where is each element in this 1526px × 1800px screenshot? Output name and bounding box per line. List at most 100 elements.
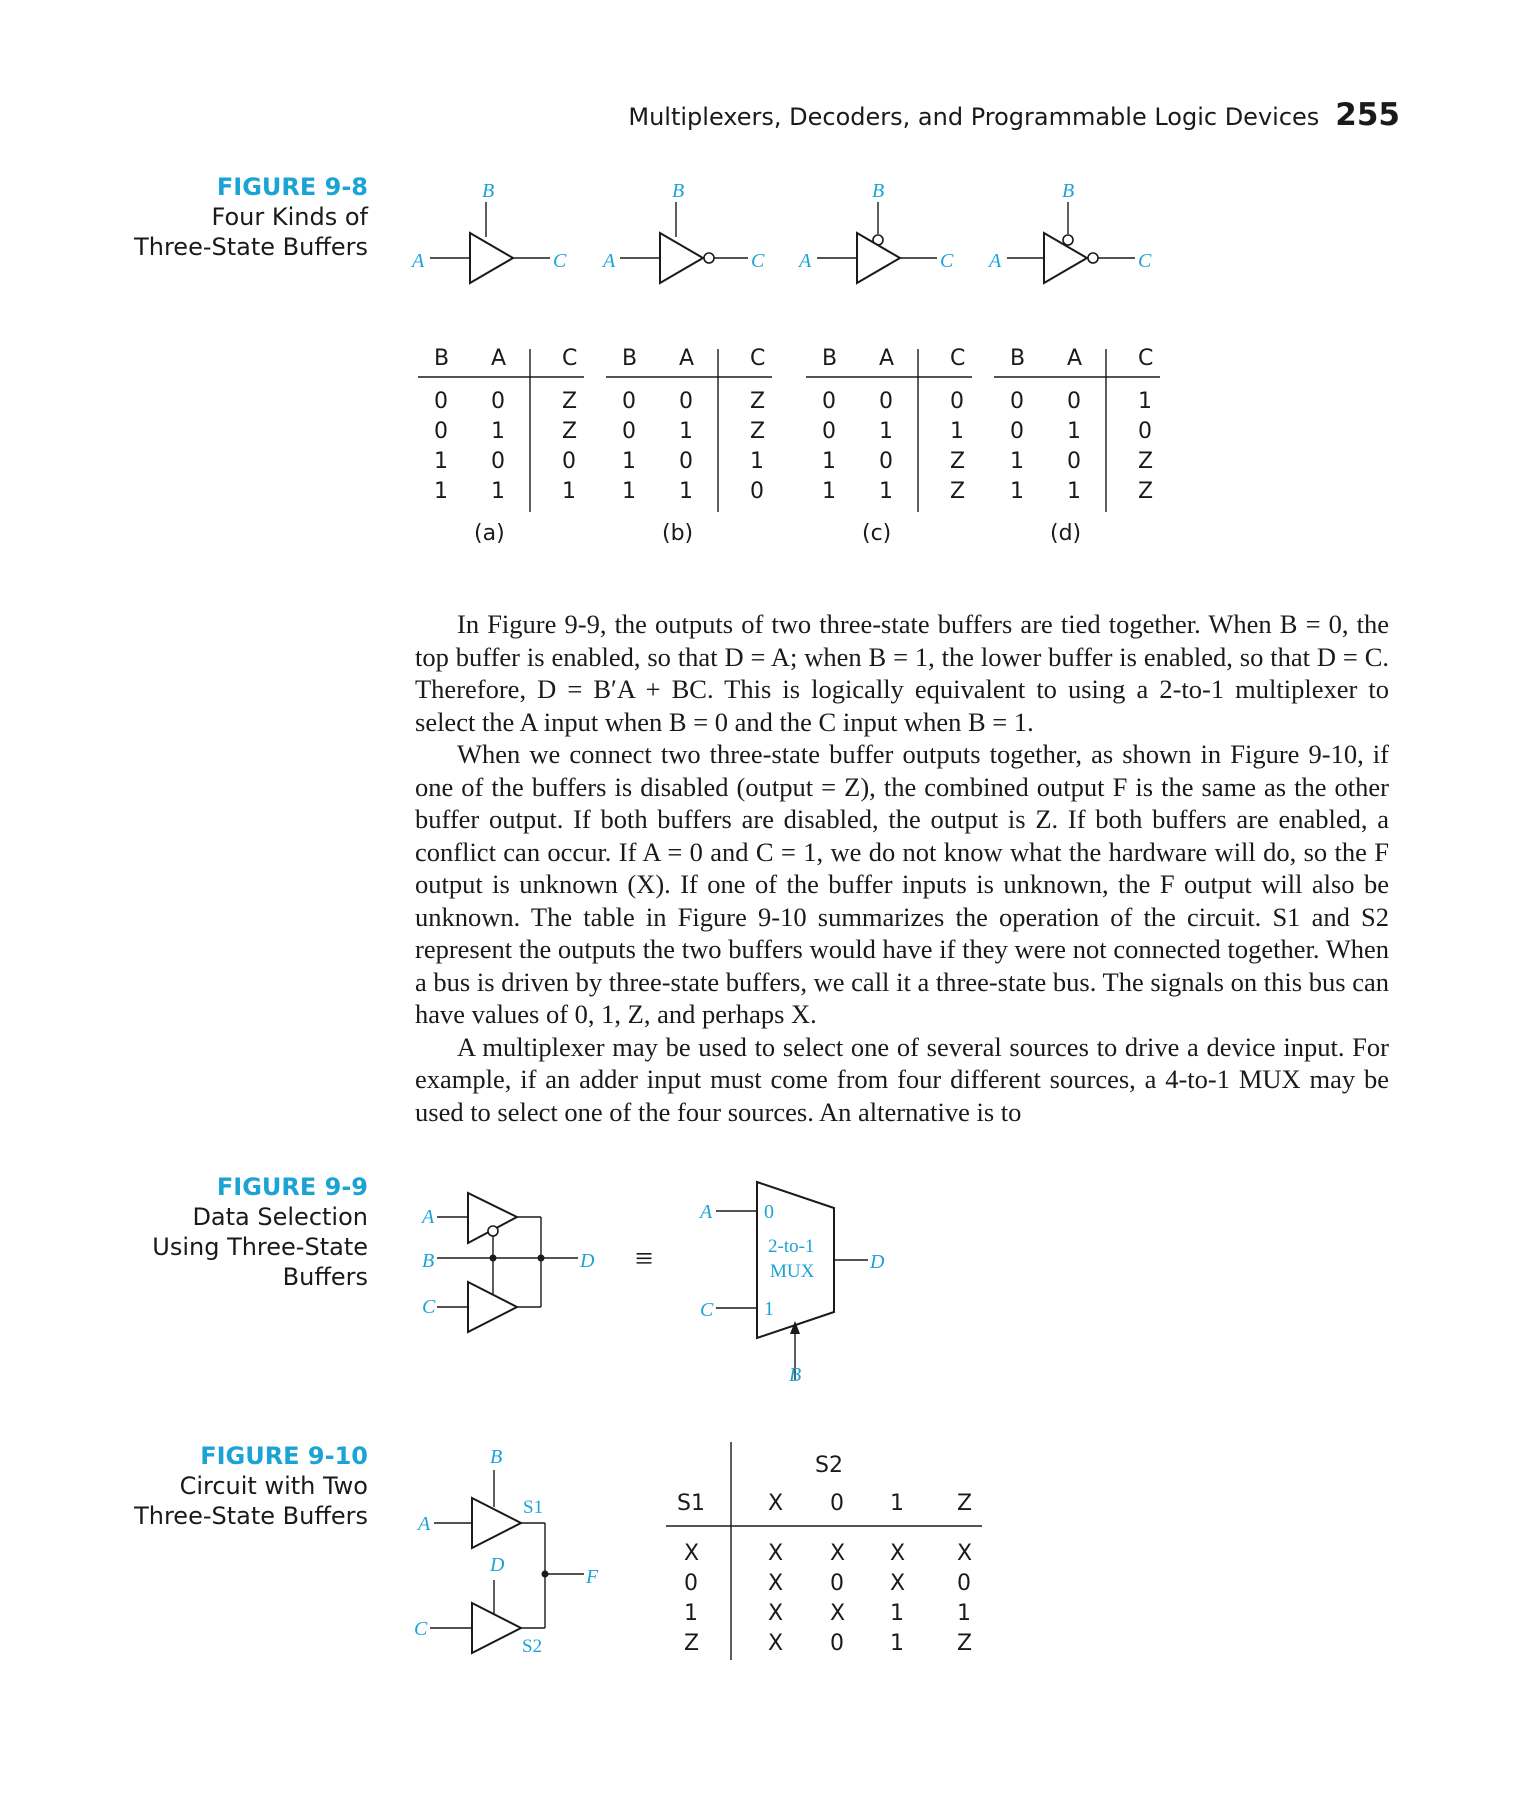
- figure-9-9-diagram: A B C D ≡ A C 0 1 2-to-1 MUX D B: [420, 1180, 885, 1386]
- table-cell: 1: [679, 419, 693, 444]
- table-cell: 0: [434, 419, 448, 444]
- row-label: X: [684, 1541, 699, 1566]
- table-cell: X: [830, 1541, 845, 1566]
- table-cell: 0: [830, 1571, 844, 1596]
- table-cell: 0: [562, 449, 576, 474]
- table-cell: 1: [562, 479, 576, 504]
- table-cell: 1: [622, 479, 636, 504]
- page-number: 255: [1335, 97, 1400, 133]
- table-cell: 0: [1010, 419, 1024, 444]
- column-value: X: [768, 1491, 783, 1516]
- table-header: C: [950, 346, 965, 371]
- table-cell: 0: [1067, 389, 1081, 414]
- table-cell: 0: [679, 449, 693, 474]
- equivalence-symbol: ≡: [635, 1240, 653, 1276]
- caption-line: Three-State Buffers: [134, 1502, 368, 1530]
- mux-input-1: 1: [764, 1298, 774, 1320]
- table-header: B: [1010, 346, 1025, 371]
- table-header: B: [622, 346, 637, 371]
- table-cell: 1: [1067, 419, 1081, 444]
- table-cell: 1: [879, 479, 893, 504]
- table-cell: 1: [491, 419, 505, 444]
- label-d: D: [869, 1251, 885, 1273]
- table-cell: 1: [1010, 449, 1024, 474]
- body-text: In Figure 9-9, the outputs of two three-…: [415, 608, 1389, 1128]
- table-cell: 1: [1010, 479, 1024, 504]
- label-c: C: [700, 1299, 714, 1321]
- table-cell: X: [957, 1541, 972, 1566]
- buffer-symbol-a: B A C: [410, 180, 567, 285]
- mux-name-line2: MUX: [770, 1261, 815, 1282]
- table-cell: 0: [622, 419, 636, 444]
- label-b: B: [422, 1250, 434, 1272]
- label-c: C: [414, 1618, 428, 1640]
- table-header: B: [434, 346, 449, 371]
- select-arrow: [790, 1321, 800, 1334]
- caption-line: Buffers: [282, 1263, 368, 1291]
- table-cell: 0: [434, 389, 448, 414]
- table-cell: 1: [957, 1601, 971, 1626]
- table-cell: 0: [1067, 449, 1081, 474]
- table-label: (c): [862, 521, 891, 546]
- figure-number: FIGURE 9-9: [216, 1173, 368, 1201]
- table-cell: X: [768, 1601, 783, 1626]
- control-label: B: [1062, 180, 1074, 202]
- input-label: A: [797, 250, 812, 272]
- label-s2: S2: [522, 1636, 542, 1657]
- table-cell: 0: [1138, 419, 1152, 444]
- label-c: C: [422, 1296, 436, 1318]
- table-cell: Z: [957, 1631, 972, 1656]
- caption-line: Four Kinds of: [211, 203, 368, 231]
- table-cell: 1: [750, 449, 764, 474]
- input-label: A: [410, 250, 425, 272]
- mux-name-line1: 2-to-1: [768, 1236, 814, 1257]
- paragraph: When we connect two three-state buffer o…: [415, 739, 1389, 1029]
- output-label: C: [751, 250, 765, 272]
- caption-line: Data Selection: [192, 1203, 368, 1231]
- table-cell: 1: [434, 449, 448, 474]
- mux-input-0: 0: [764, 1201, 774, 1223]
- table-cell: 0: [822, 419, 836, 444]
- figure-9-8-caption: FIGURE 9-8 Four Kinds of Three-State Buf…: [90, 172, 368, 262]
- table-cell: 1: [879, 419, 893, 444]
- caption-line: Circuit with Two: [179, 1472, 368, 1500]
- table-cell: 1: [890, 1631, 904, 1656]
- table-cell: 1: [434, 479, 448, 504]
- caption-line: Three-State Buffers: [134, 233, 368, 261]
- table-cell: 0: [679, 389, 693, 414]
- buffer-symbol-b: B A C: [601, 180, 765, 285]
- input-label: A: [987, 250, 1002, 272]
- figure-number: FIGURE 9-8: [216, 173, 368, 201]
- table-cell: 0: [950, 389, 964, 414]
- table-header: C: [562, 346, 577, 371]
- table-cell: X: [890, 1541, 905, 1566]
- table-cell: 0: [822, 389, 836, 414]
- table-header: A: [491, 346, 506, 371]
- label-a: A: [698, 1201, 713, 1223]
- table-cell: 1: [1067, 479, 1081, 504]
- table-cell: 0: [491, 449, 505, 474]
- table-header: B: [822, 346, 837, 371]
- table-cell: 0: [830, 1631, 844, 1656]
- table-cell: 1: [822, 479, 836, 504]
- table-cell: 0: [1010, 389, 1024, 414]
- table-cell: Z: [750, 389, 765, 414]
- buffer-symbol-c: B A C: [797, 180, 954, 285]
- column-value: 0: [830, 1491, 844, 1516]
- table-cell: X: [890, 1571, 905, 1596]
- row-label: Z: [684, 1631, 699, 1656]
- table-cell: 1: [950, 419, 964, 444]
- table-cell: 1: [622, 449, 636, 474]
- output-label: C: [553, 250, 567, 272]
- table-cell: 0: [622, 389, 636, 414]
- figure-9-8-symbols: B A C B A C B A C B A C: [410, 180, 1160, 546]
- table-cell: X: [768, 1571, 783, 1596]
- column-value: Z: [957, 1491, 972, 1516]
- table-cell: 0: [879, 449, 893, 474]
